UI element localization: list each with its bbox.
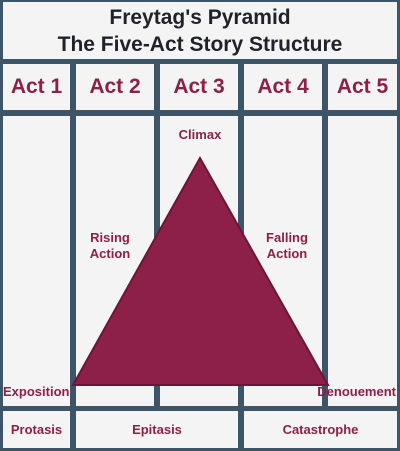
rising-action-label-line-1: Rising xyxy=(90,230,130,245)
title-box: Freytag's Pyramid The Five-Act Story Str… xyxy=(3,2,397,59)
act-3-header: Act 3 xyxy=(160,64,238,110)
rising-action-label-line-2: Action xyxy=(89,246,131,261)
act-1-header: Act 1 xyxy=(3,64,70,110)
exposition-label: Exposition xyxy=(3,384,70,399)
act-5-column xyxy=(328,116,397,406)
climax-label: Climax xyxy=(178,127,222,142)
act-2-header: Act 2 xyxy=(76,64,154,110)
catastrophe-cell: Catastrophe xyxy=(244,411,397,448)
falling-action-label-line-1: Falling xyxy=(266,230,308,245)
title-line-2: The Five-Act Story Structure xyxy=(57,32,343,56)
epitasis-cell: Epitasis xyxy=(76,411,238,448)
act-1-column xyxy=(3,116,70,406)
title-line-1: Freytag's Pyramid xyxy=(109,5,291,29)
pyramid-triangle xyxy=(71,155,330,386)
act-5-header: Act 5 xyxy=(328,64,397,110)
denouement-label: Denouement xyxy=(317,384,396,399)
protasis-cell: Protasis xyxy=(3,411,70,448)
falling-action-label-line-2: Action xyxy=(266,246,308,261)
act-4-header: Act 4 xyxy=(244,64,322,110)
